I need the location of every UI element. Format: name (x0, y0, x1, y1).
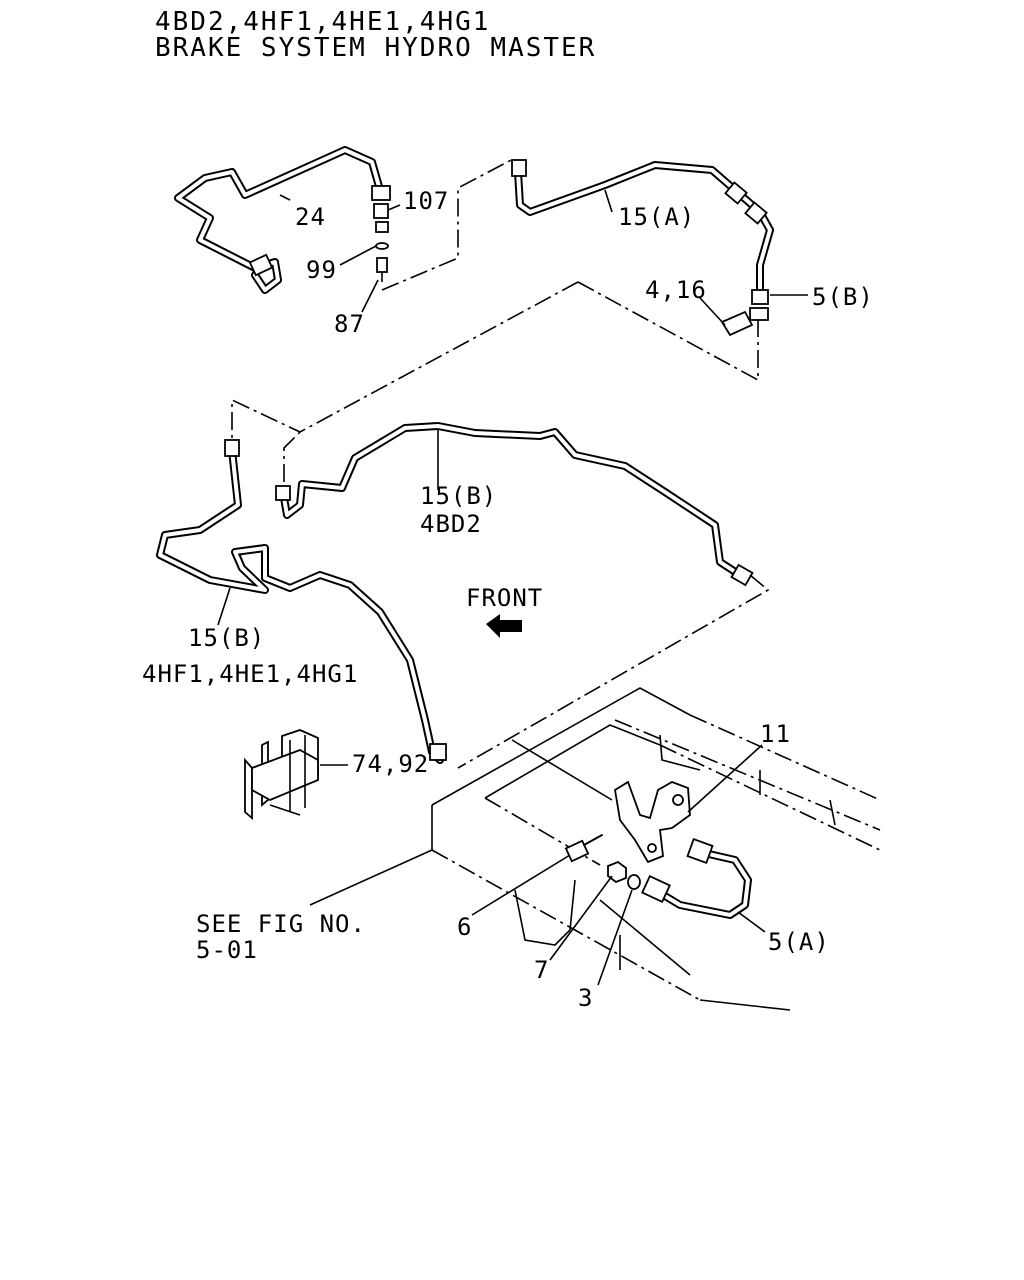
callout-3: 3 (578, 984, 593, 1012)
pipe-24 (174, 146, 384, 294)
callout-4-16: 4,16 (645, 276, 707, 304)
callout-5b: 5(B) (812, 283, 874, 311)
chassis-frame (431, 687, 881, 1011)
bolt-6 (564, 834, 603, 863)
leader-top-join (381, 157, 516, 291)
callout-7: 7 (534, 956, 549, 984)
callout-11: 11 (760, 720, 791, 748)
washer-3 (627, 874, 641, 890)
callout-74-92: 74,92 (352, 750, 429, 778)
see-fig-number: 5-01 (196, 936, 258, 964)
leader-lines (217, 189, 808, 986)
header-engines: 4BD2,4HF1,4HE1,4HG1 (155, 7, 490, 37)
hose-5a (641, 837, 752, 919)
callout-107: 107 (403, 187, 449, 215)
callout-24: 24 (295, 203, 326, 231)
front-label: FRONT (466, 584, 543, 612)
pipe-15b-4bd2 (275, 422, 754, 587)
leader-mid-join (283, 431, 301, 482)
header-title: BRAKE SYSTEM HYDRO MASTER (155, 33, 596, 63)
callout-engines: 4HF1,4HE1,4HG1 (142, 660, 358, 688)
leader-frame-bracket (511, 739, 613, 801)
clip-4-16 (720, 310, 754, 337)
bracket-11 (614, 780, 691, 864)
callout-5a: 5(A) (768, 928, 830, 956)
callout-4bd2: 4BD2 (420, 510, 482, 538)
leader-top-right (577, 281, 759, 382)
callout-15a: 15(A) (618, 203, 695, 231)
pipe-15a (511, 159, 774, 321)
fitting-107-stack (371, 185, 391, 282)
callout-15b-top: 15(B) (420, 482, 497, 510)
callout-15b-left: 15(B) (188, 624, 265, 652)
callout-6: 6 (457, 913, 472, 941)
see-fig-label: SEE FIG NO. (196, 910, 366, 938)
nut-7 (607, 860, 627, 884)
leader-mid-right (457, 574, 770, 769)
callout-87: 87 (334, 310, 365, 338)
front-arrow-icon (486, 614, 522, 638)
callout-99: 99 (306, 256, 337, 284)
pipe-15b-4hf1 (156, 439, 447, 764)
leader-mid-left (231, 281, 579, 440)
bracket-74-92 (244, 729, 319, 820)
